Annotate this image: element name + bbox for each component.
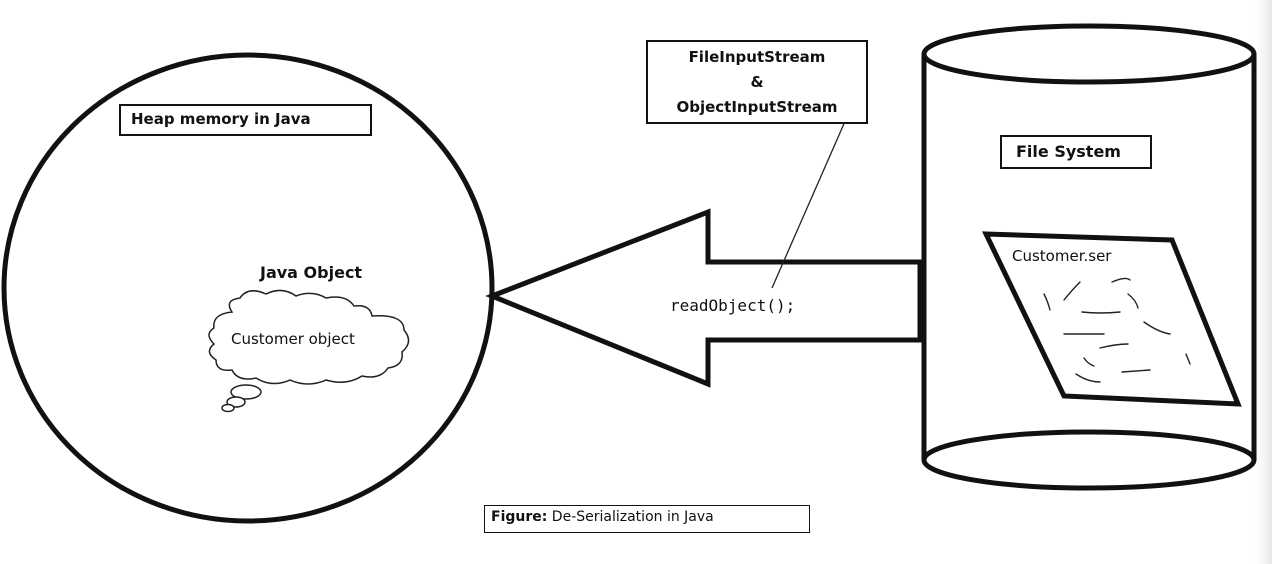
customer-ser-file [981, 231, 1242, 407]
file-system-label: File System [1000, 135, 1152, 169]
serialized-scribbles [1043, 277, 1191, 383]
heap-memory-ellipse [1, 52, 495, 524]
ampersand-label: & [750, 73, 764, 91]
object-input-stream-label: ObjectInputStream [676, 98, 838, 116]
cloud-shape [208, 289, 410, 413]
figure-caption-prefix: Figure: [491, 509, 548, 525]
file-input-stream-label: FileInputStream [688, 48, 826, 66]
heap-memory-label: Heap memory in Java [119, 104, 372, 136]
customer-ser-label: Customer.ser [1012, 247, 1112, 265]
deserialization-arrow [485, 208, 923, 388]
connector-line [771, 109, 851, 289]
java-object-label: Java Object [260, 263, 363, 282]
read-object-label: readObject(); [670, 296, 796, 315]
streams-box: FileInputStream & ObjectInputStream [646, 40, 868, 124]
customer-object-label: Customer object [231, 330, 355, 348]
figure-caption: Figure: De-Serialization in Java [484, 505, 810, 533]
figure-caption-text: De-Serialization in Java [547, 509, 714, 525]
